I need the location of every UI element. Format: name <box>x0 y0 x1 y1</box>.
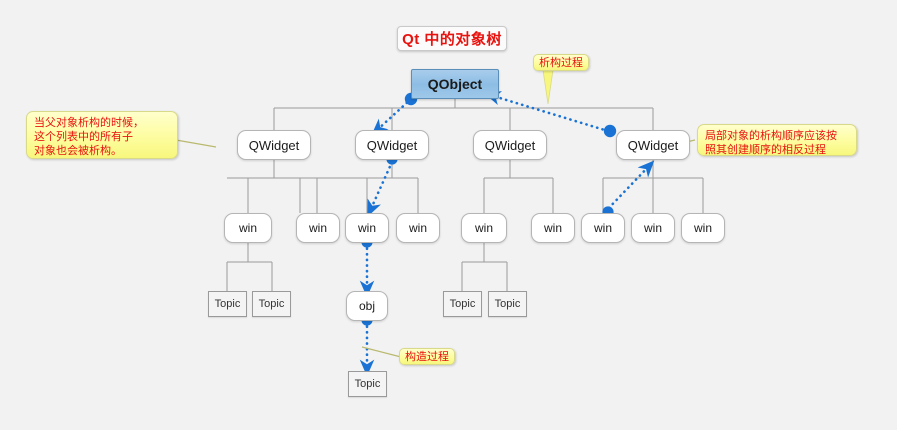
note-local-destruct-order: 局部对象的析构顺序应该按 照其创建顺序的相反过程 <box>697 124 857 156</box>
node-win-4[interactable]: win <box>396 213 440 243</box>
note-parent-destruct: 当父对象析构的时候， 这个列表中的所有子 对象也会被析构。 <box>26 111 178 159</box>
note-destruct-process: 析构过程 <box>533 54 589 71</box>
page-title: Qt 中的对象树 <box>397 26 507 51</box>
node-topic-5[interactable]: Topic <box>348 371 387 397</box>
node-qwidget-2[interactable]: QWidget <box>355 130 429 160</box>
node-topic-3[interactable]: Topic <box>443 291 482 317</box>
note-construct-process: 构造过程 <box>399 348 455 365</box>
node-topic-4[interactable]: Topic <box>488 291 527 317</box>
node-qwidget-4[interactable]: QWidget <box>616 130 690 160</box>
node-qobject[interactable]: QObject <box>411 69 499 99</box>
flow-dot-qwidget4 <box>603 124 617 138</box>
node-obj[interactable]: obj <box>346 291 388 321</box>
node-qwidget-1[interactable]: QWidget <box>237 130 311 160</box>
node-topic-2[interactable]: Topic <box>252 291 291 317</box>
node-win-5[interactable]: win <box>461 213 507 243</box>
node-topic-1[interactable]: Topic <box>208 291 247 317</box>
node-win-2[interactable]: win <box>296 213 340 243</box>
node-win-8[interactable]: win <box>631 213 675 243</box>
node-win-7[interactable]: win <box>581 213 625 243</box>
node-win-6[interactable]: win <box>531 213 575 243</box>
node-win-9[interactable]: win <box>681 213 725 243</box>
node-win-1[interactable]: win <box>224 213 272 243</box>
node-qwidget-3[interactable]: QWidget <box>473 130 547 160</box>
node-win-3[interactable]: win <box>345 213 389 243</box>
